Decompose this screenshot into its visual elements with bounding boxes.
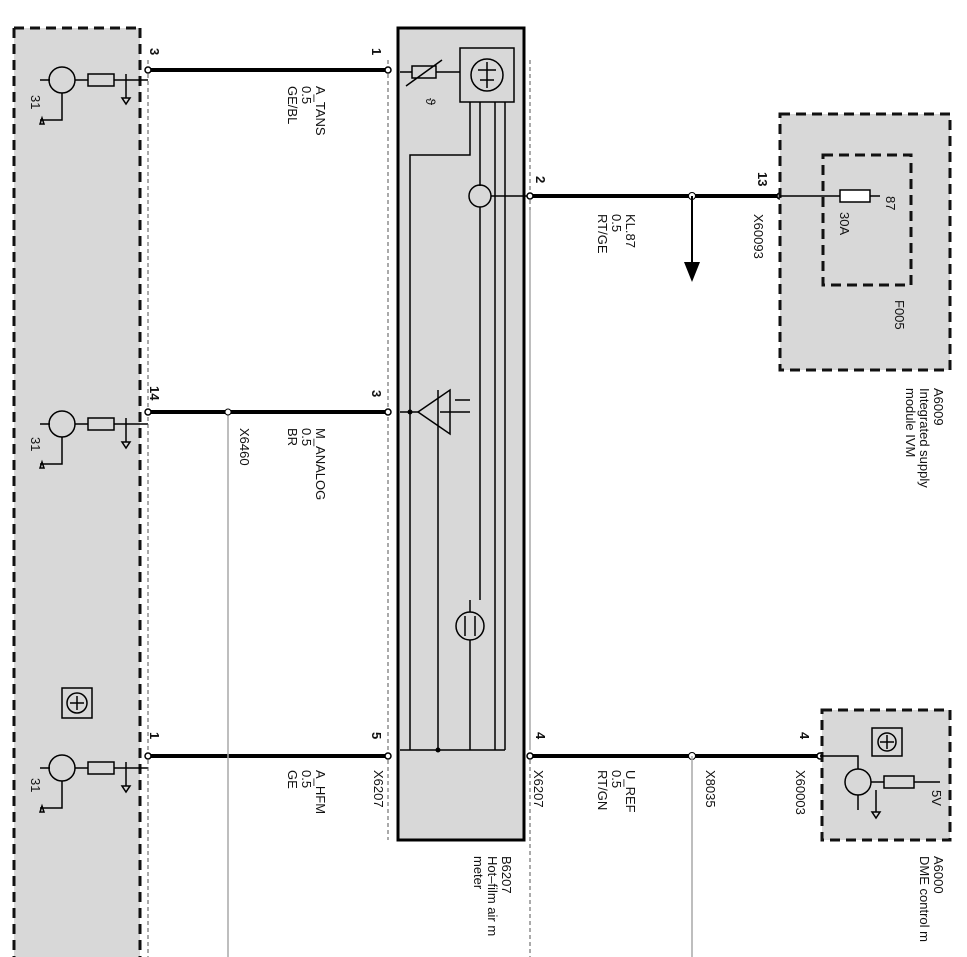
svg-text:RT/GN: RT/GN	[595, 770, 610, 810]
dme-pin: 4	[797, 732, 812, 740]
svg-text:X6207: X6207	[531, 770, 546, 808]
supply-module-box	[780, 114, 950, 370]
left-output-stage-1: 31	[28, 66, 148, 125]
sensor-box	[396, 26, 526, 842]
svg-text:M_ANALOG: M_ANALOG	[313, 428, 328, 500]
wire-label-u-ref: U_REF 0.5 RT/GN X6207 X8035	[531, 770, 718, 813]
supply-connector: X60093	[751, 214, 766, 259]
fuse-id: F005	[892, 300, 907, 330]
svg-text:0.5: 0.5	[609, 770, 624, 788]
pin-label: 3	[369, 390, 384, 397]
svg-text:A_HFM: A_HFM	[313, 770, 328, 814]
pin-label: 4	[533, 732, 548, 740]
svg-text:RT/GE: RT/GE	[595, 214, 610, 254]
dme-output-stage	[820, 727, 940, 820]
svg-text:0.5: 0.5	[609, 214, 624, 232]
dme-box	[822, 710, 950, 840]
dme-id: A6000	[931, 856, 946, 894]
svg-text:0.5: 0.5	[299, 428, 314, 446]
pin-label: 5	[369, 732, 384, 739]
fuse-icon	[780, 189, 880, 203]
wire-label-a-hfm: A_HFM 0.5 GE X6207	[285, 770, 386, 814]
supply-module-id: A6009	[931, 388, 946, 426]
pin-label: 1	[147, 732, 162, 739]
sensor-id: B6207	[499, 856, 514, 894]
svg-text:0.5: 0.5	[299, 770, 314, 788]
left-output-stage-3: 31	[28, 754, 148, 813]
supply-module-name-2: module IVM	[903, 388, 918, 457]
pin-label: 1	[369, 48, 384, 55]
svg-text:X8035: X8035	[703, 770, 718, 808]
wire-label-a-tans: A_TANS 0.5 GE/BL	[285, 86, 328, 136]
pin-label: 3	[147, 48, 162, 55]
supply-pin: 13	[755, 172, 770, 186]
left-output-stage-2: 31	[28, 410, 148, 469]
dme-name: DME control m	[917, 856, 932, 942]
theta-symbol: ϑ	[423, 98, 438, 106]
fuse-terminal: 87	[883, 196, 898, 210]
transistor-icon	[61, 687, 93, 719]
svg-text:BR: BR	[285, 428, 300, 446]
ground-label: 31	[28, 778, 43, 792]
dme-voltage: 5V	[929, 790, 944, 806]
supply-module-name: Integrated supply	[917, 388, 932, 488]
svg-text:KL.87: KL.87	[623, 214, 638, 248]
fuse-rating: 30A	[837, 212, 852, 235]
fuse-box	[821, 153, 913, 287]
svg-text:GE/BL: GE/BL	[285, 86, 300, 124]
dme-connector: X60003	[793, 770, 808, 815]
svg-text:X6207: X6207	[371, 770, 386, 808]
wire-label-m-analog: M_ANALOG 0.5 BR X6460	[237, 428, 328, 500]
wire-label-kl87: KL.87 0.5 RT/GE	[595, 214, 638, 254]
svg-text:A_TANS: A_TANS	[313, 86, 328, 136]
svg-text:X6460: X6460	[237, 428, 252, 466]
sensor-name-2: meter	[471, 856, 486, 890]
svg-text:GE: GE	[285, 770, 300, 789]
sensor-internals: ϑ	[400, 47, 530, 753]
svg-text:U_REF: U_REF	[623, 770, 638, 813]
pin-label: 14	[147, 386, 162, 401]
ground-label: 31	[28, 437, 43, 451]
svg-text:0.5: 0.5	[299, 86, 314, 104]
sensor-name: Hot–film air m	[485, 856, 500, 936]
ground-label: 31	[28, 95, 43, 109]
pin-label: 2	[533, 176, 548, 183]
left-module-box	[14, 28, 140, 957]
